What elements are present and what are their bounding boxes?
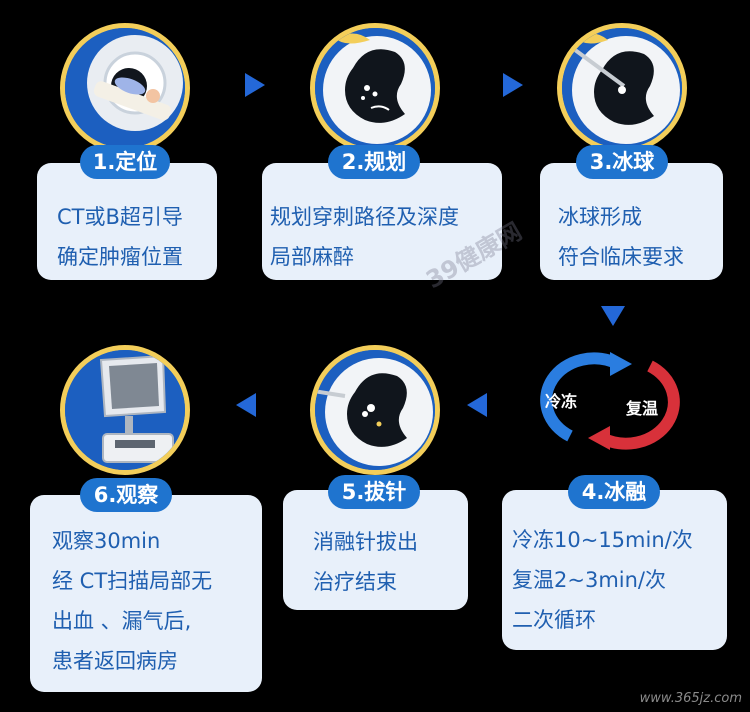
step-1-card: CT或B超引导 确定肿瘤位置 (37, 163, 217, 280)
step-6-label: 6.观察 (80, 478, 172, 512)
step-5-card: 消融针拔出 治疗结束 (283, 490, 468, 610)
monitor-observation-icon (60, 345, 190, 475)
cycle-freeze-label: 冷冻 (545, 392, 578, 411)
arrow-left-icon (236, 393, 256, 417)
step-2-card: 规划穿刺路径及深度 局部麻醉 (262, 163, 502, 280)
step-6-card: 观察30min 经 CT扫描局部无 出血 、漏气后, 患者返回病房 (30, 495, 262, 692)
step-3-line-1: 冰球形成 (558, 205, 642, 229)
arrow-down-icon (601, 306, 625, 326)
step-6-line-4: 患者返回病房 (52, 649, 178, 673)
step-5-line-1: 消融针拔出 (313, 530, 418, 554)
step-4-line-1: 冷冻10~15min/次 (512, 528, 693, 552)
step-3-line-2: 符合临床要求 (558, 245, 684, 269)
step-1-line-2: 确定肿瘤位置 (57, 245, 183, 269)
arrow-left-icon (467, 393, 487, 417)
cycle-rewarm-label: 复温 (626, 399, 659, 418)
step-6-line-1: 观察30min (52, 529, 161, 553)
step-3-label: 3.冰球 (576, 145, 668, 179)
needle-insertion-icon (557, 23, 687, 153)
needle-removal-icon (310, 345, 440, 475)
step-5-line-2: 治疗结束 (313, 570, 397, 594)
step-3-card: 冰球形成 符合临床要求 (540, 163, 723, 280)
step-1-line-1: CT或B超引导 (57, 205, 183, 229)
step-2-label: 2.规划 (328, 145, 420, 179)
step-4-label: 4.冰融 (568, 475, 660, 509)
step-6-line-3: 出血 、漏气后, (52, 609, 192, 633)
arrow-right-icon (245, 73, 265, 97)
step-1-label: 1.定位 (80, 145, 170, 179)
step-6-line-2: 经 CT扫描局部无 (52, 569, 213, 593)
arrow-right-icon (503, 73, 523, 97)
lung-scan-icon (310, 23, 440, 153)
step-2-line-2: 局部麻醉 (270, 245, 354, 269)
step-5-label: 5.拔针 (328, 475, 420, 509)
step-4-line-2: 复温2~3min/次 (512, 568, 666, 592)
ct-scanner-icon (60, 23, 190, 153)
step-4-card: 冷冻10~15min/次 复温2~3min/次 二次循环 (502, 490, 727, 650)
freeze-thaw-cycle-icon (540, 352, 680, 450)
step-2-line-1: 规划穿刺路径及深度 (270, 205, 459, 229)
step-4-line-3: 二次循环 (512, 608, 596, 632)
site-watermark: www.365jz.com (639, 691, 742, 706)
